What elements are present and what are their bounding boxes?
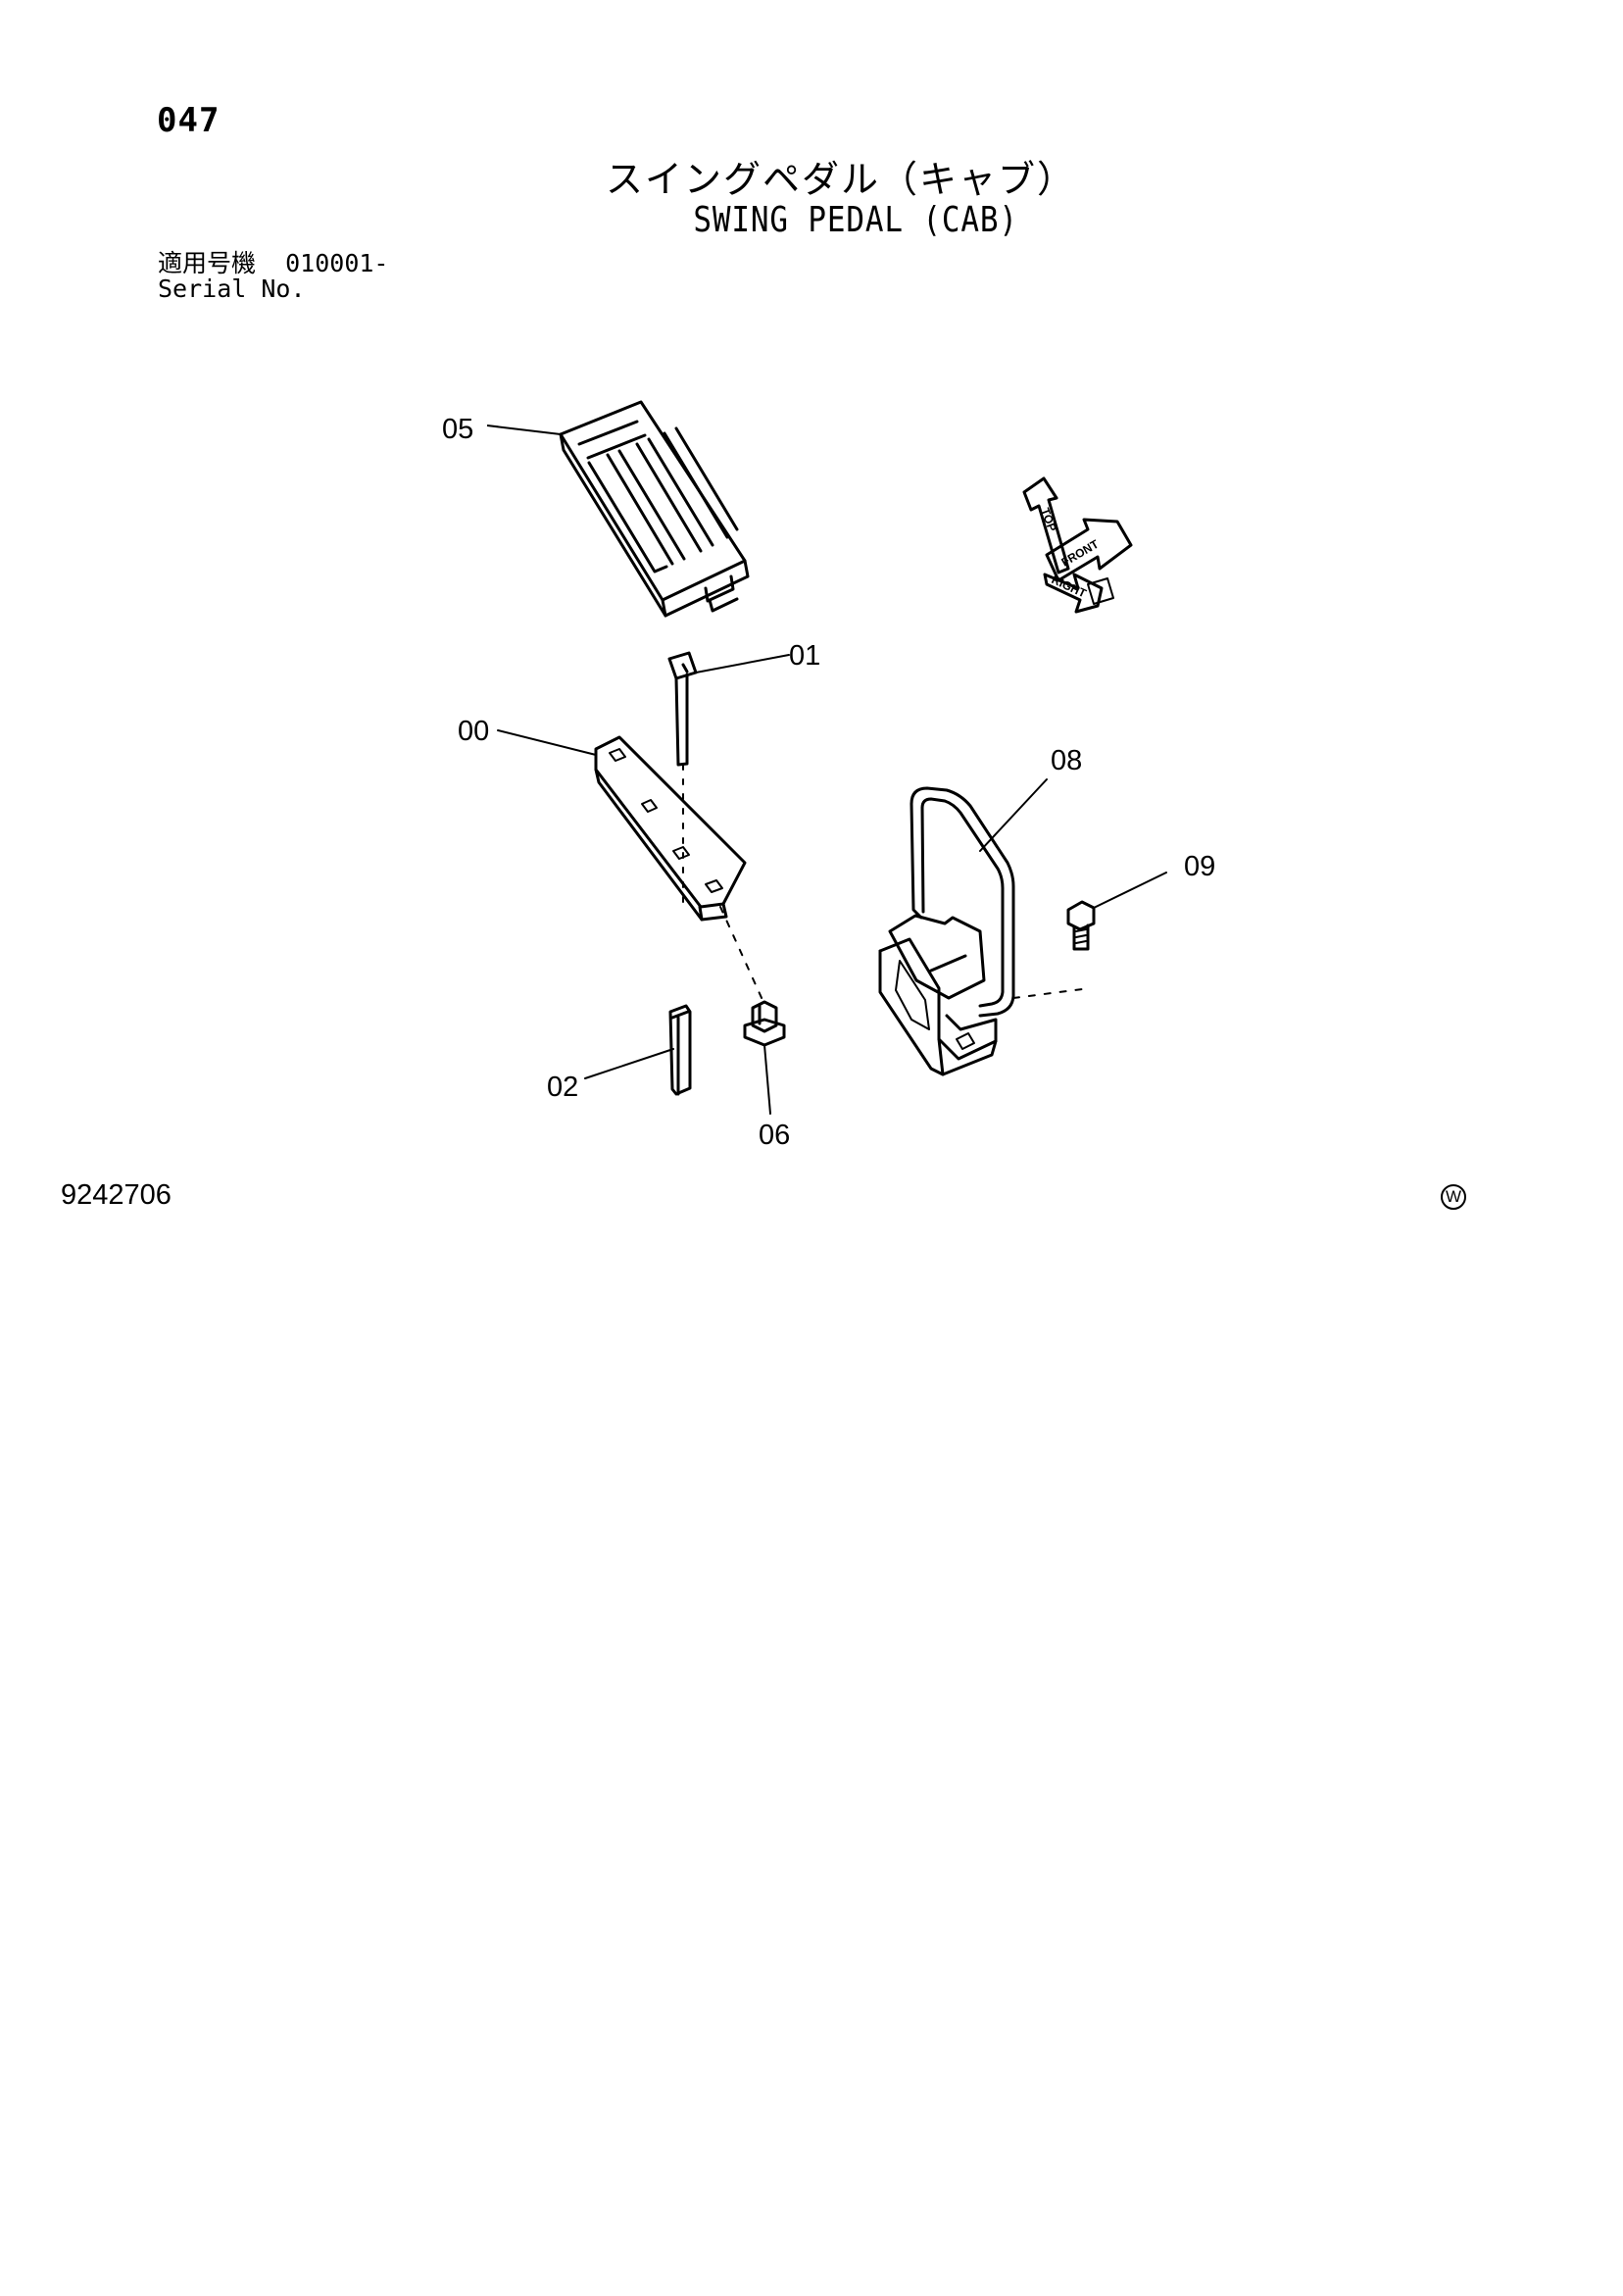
page-number: 047 <box>157 101 221 140</box>
page-title-english: SWING PEDAL (CAB) <box>693 200 1018 240</box>
callout-08: 08 <box>1051 745 1082 776</box>
callout-01: 01 <box>789 640 820 672</box>
stopper-part-06 <box>719 906 786 1115</box>
guard-frame-part-08 <box>910 778 1091 1018</box>
page-title-japanese: スイングペダル（キャブ） <box>605 158 1076 201</box>
callout-09: 09 <box>1184 851 1215 882</box>
orientation-indicator <box>1022 476 1133 614</box>
pedal-cover-part-05 <box>559 400 750 618</box>
callout-02: 02 <box>547 1072 578 1103</box>
spacer-part-02 <box>584 1004 692 1096</box>
orientation-label-front: FRONT <box>1059 536 1102 569</box>
switch-body <box>878 914 998 1076</box>
drawing-number: 9242706 <box>61 1179 172 1211</box>
callout-05: 05 <box>442 414 473 445</box>
orientation-label-top: TOP <box>1038 506 1059 533</box>
pedal-bracket-part-00 <box>497 729 747 922</box>
orientation-label-right: RIGHT <box>1050 573 1089 601</box>
serial-number-block: 適用号機 010001- Serial No. <box>158 251 388 302</box>
serial-label-japanese: 適用号機 <box>158 249 257 277</box>
serial-label-english: Serial No. <box>158 275 306 303</box>
screw-part-09 <box>1066 872 1167 951</box>
callout-00: 00 <box>458 716 489 747</box>
serial-value: 010001- <box>285 249 389 277</box>
w-mark-icon: W <box>1441 1184 1466 1210</box>
callout-06: 06 <box>759 1120 790 1151</box>
bolt-part-01 <box>667 651 790 913</box>
